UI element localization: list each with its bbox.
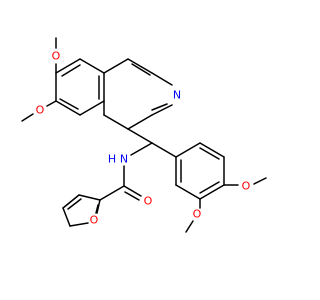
bond: [151, 72, 173, 86]
bond: [79, 58, 105, 74]
atom-label-n-isoquinoline: N: [173, 89, 181, 102]
bond: [130, 142, 153, 156]
bond: [131, 63, 151, 76]
bond: [123, 185, 142, 197]
bond: [199, 184, 225, 200]
bond: [59, 98, 79, 110]
bond: [62, 207, 71, 227]
bond-lines: [21, 37, 267, 233]
bond: [175, 142, 201, 158]
bond: [124, 191, 140, 201]
atom-label-o-carbonyl: O: [144, 195, 153, 208]
bond: [253, 177, 267, 185]
bond: [185, 220, 194, 233]
bond: [61, 64, 81, 77]
bond: [21, 113, 34, 122]
bond: [199, 147, 220, 160]
bond: [55, 100, 81, 116]
atom-label-o-methoxy-3p: O: [193, 208, 202, 221]
bond: [96, 199, 101, 214]
bond: [199, 181, 220, 194]
atom-label-o-methoxy-6: O: [52, 50, 61, 63]
bond: [55, 58, 81, 74]
bond: [95, 204, 99, 214]
atom-label-h-amide: H: [108, 153, 116, 166]
bond: [151, 104, 173, 116]
bond: [62, 194, 80, 209]
bond: [199, 142, 225, 158]
bond: [127, 128, 153, 144]
atom-label-n-amide: N: [120, 153, 128, 166]
bond: [175, 184, 201, 200]
bond: [79, 100, 105, 116]
bond: [99, 185, 125, 201]
bond: [151, 142, 177, 158]
molecule-structure: O O N N H O O O O: [21, 37, 267, 233]
bond: [46, 100, 57, 107]
bond: [67, 198, 82, 210]
bond: [127, 58, 153, 74]
bond: [69, 222, 89, 227]
bond: [103, 58, 129, 74]
atom-label-o-methoxy-4p: O: [242, 180, 251, 193]
atom-labels: O O N N H O O O O: [36, 50, 251, 227]
molecule-svg: O O N N H O O O O: [21, 37, 267, 233]
bond: [78, 194, 101, 201]
bond: [151, 103, 168, 111]
bond: [127, 114, 153, 130]
atom-label-o-furan: O: [90, 214, 99, 227]
atom-label-o-methoxy-7: O: [36, 104, 45, 117]
bond: [103, 114, 129, 130]
